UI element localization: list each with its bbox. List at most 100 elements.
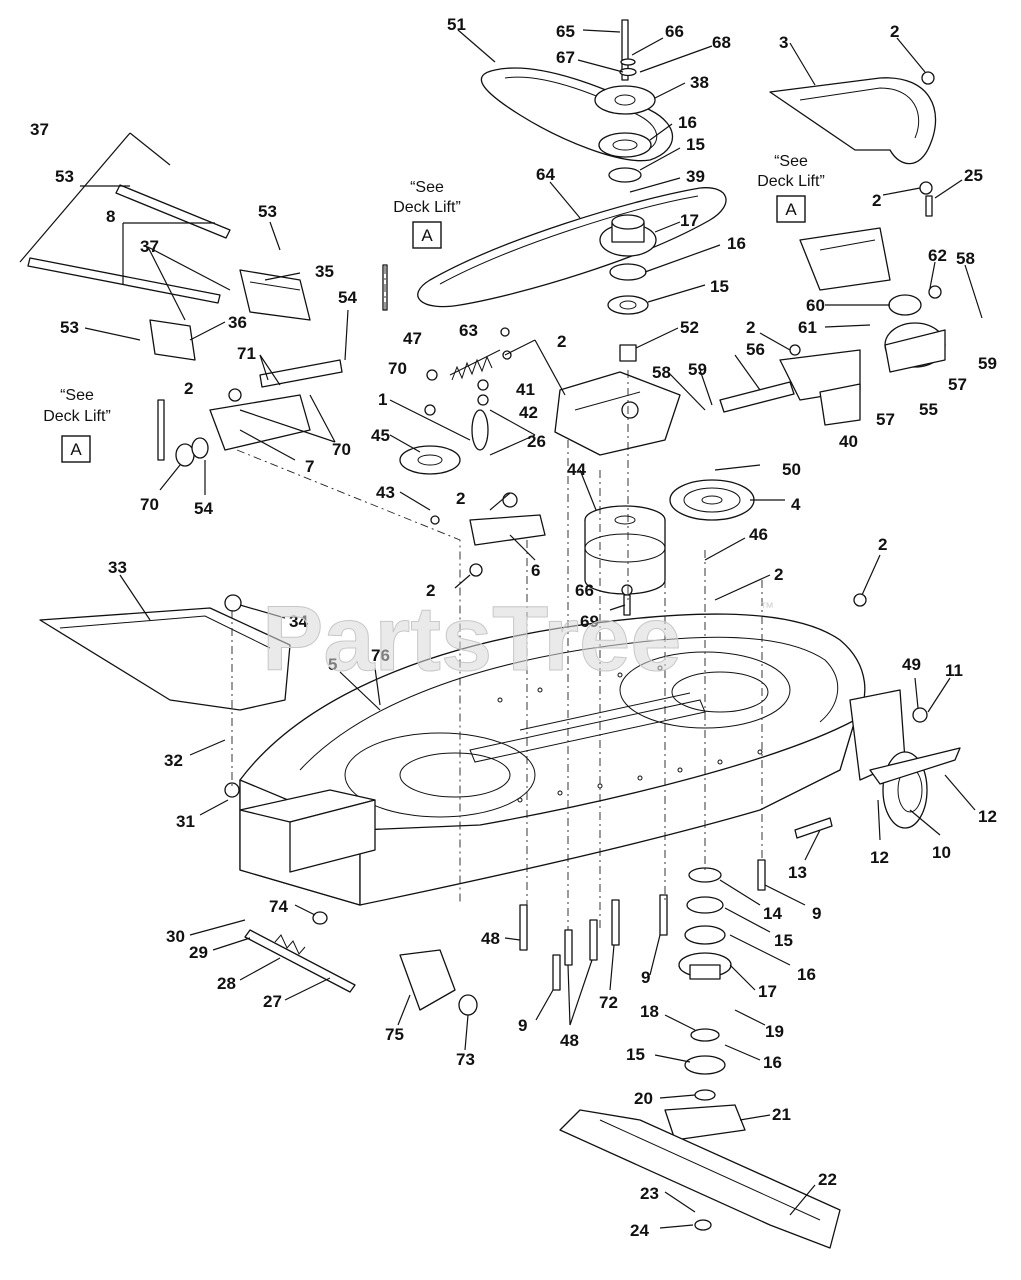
callout-15: 15 [686,135,705,154]
callout-3: 3 [779,33,788,52]
callout-25: 25 [964,166,983,185]
callout-15: 15 [774,931,793,950]
callout-53: 53 [258,202,277,221]
callout-14: 14 [763,904,782,923]
note-line2: Deck Lift” [757,173,825,190]
callout-2: 2 [872,191,881,210]
gauge-wheel-assembly [849,689,961,829]
assembly-centerlines [231,265,763,930]
callout-6: 6 [531,561,540,580]
note-box-label: A [421,226,433,245]
callout-33: 33 [108,558,127,577]
callout-30: 30 [166,927,185,946]
callout-72: 72 [599,993,618,1012]
callout-48: 48 [481,929,500,948]
small-hardware [224,71,942,798]
callout-62: 62 [928,246,947,265]
note-box-label: A [785,200,797,219]
callout-66: 66 [575,581,594,600]
callout-73: 73 [456,1050,475,1069]
callout-23: 23 [640,1184,659,1203]
callout-71: 71 [237,344,256,363]
callout-50: 50 [782,460,801,479]
callout-labels: 51 65 66 67 68 38 16 15 39 64 17 16 15 5… [30,15,997,1240]
callout-67: 67 [556,48,575,67]
callout-2: 2 [774,565,783,584]
callout-15: 15 [710,277,729,296]
callout-52: 52 [680,318,699,337]
callout-54: 54 [194,499,213,518]
deck-baffle [39,607,291,711]
idler-pulley-group [399,349,546,546]
callout-2: 2 [878,535,887,554]
callout-70: 70 [140,495,159,514]
callout-74: 74 [269,897,288,916]
callout-45: 45 [371,426,390,445]
callout-46: 46 [749,525,768,544]
lift-linkage [27,184,343,467]
callout-59: 59 [688,360,707,379]
callout-44: 44 [567,460,586,479]
callout-48: 48 [560,1031,579,1050]
callout-10: 10 [932,843,951,862]
callout-58: 58 [956,249,975,268]
callout-70: 70 [332,440,351,459]
callout-47: 47 [403,329,422,348]
callout-8: 8 [106,207,115,226]
callout-53: 53 [55,167,74,186]
note-line1: “See [60,387,94,404]
idler-arm-assembly [719,77,946,426]
callout-57: 57 [948,375,967,394]
leader-lines [19,29,983,1229]
callout-58: 58 [652,363,671,382]
callout-2: 2 [557,332,566,351]
callout-2: 2 [456,489,465,508]
watermark-text: PartsTree [262,588,681,690]
callout-12: 12 [978,807,997,826]
center-mount-bracket [554,371,755,595]
note-line2: Deck Lift” [393,199,461,216]
callout-60: 60 [806,296,825,315]
callout-2: 2 [426,581,435,600]
callout-11: 11 [945,661,963,680]
callout-66: 66 [665,22,684,41]
callout-76: 76 [371,646,390,665]
callout-43: 43 [376,483,395,502]
callout-28: 28 [217,974,236,993]
callout-54: 54 [338,288,357,307]
deck-lift-note-top-center: “See Deck Lift” A [393,179,461,249]
callout-61: 61 [798,318,817,337]
callout-35: 35 [315,262,334,281]
callout-20: 20 [634,1089,653,1108]
callout-39: 39 [686,167,705,186]
callout-34: 34 [289,612,308,631]
callout-13: 13 [788,863,807,882]
callout-22: 22 [818,1170,837,1189]
callout-63: 63 [459,321,478,340]
callout-38: 38 [690,73,709,92]
callout-32: 32 [164,751,183,770]
callout-24: 24 [630,1221,649,1240]
deck-lift-note-left: “See Deck Lift” A [43,387,111,463]
callout-16: 16 [797,965,816,984]
callout-59: 59 [978,354,997,373]
callout-27: 27 [263,992,282,1011]
callout-69: 69 [580,612,599,631]
note-line2: Deck Lift” [43,408,111,425]
note-box-label: A [70,440,82,459]
callout-31: 31 [176,812,195,831]
callout-2: 2 [184,379,193,398]
callout-51: 51 [447,15,466,34]
callout-7: 7 [305,457,314,476]
top-spindle-stack [417,19,727,362]
callout-9: 9 [812,904,821,923]
note-line1: “See [774,153,808,170]
callout-2: 2 [890,22,899,41]
callout-55: 55 [919,400,938,419]
callout-75: 75 [385,1025,404,1044]
callout-9: 9 [641,968,650,987]
callout-37: 37 [30,120,49,139]
callout-64: 64 [536,165,555,184]
watermark-tm: ™ [760,599,774,615]
